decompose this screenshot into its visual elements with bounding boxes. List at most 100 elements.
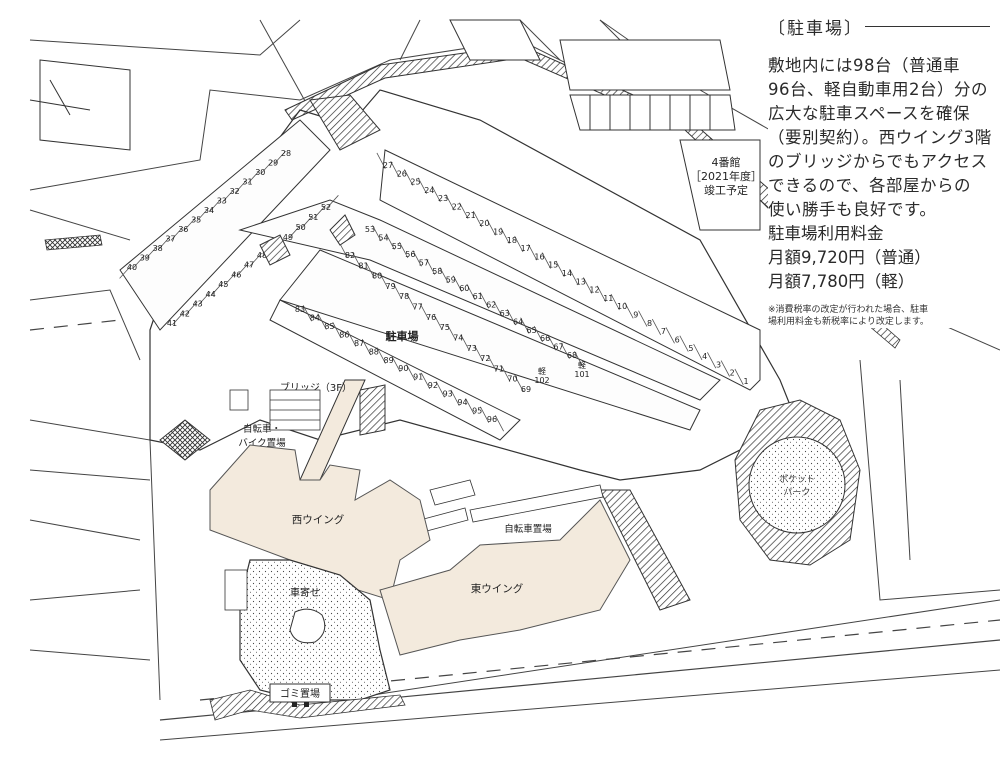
kei-stall-text: 102 [534, 376, 549, 385]
stall-number: 19 [493, 228, 503, 237]
east-wing-label: 東ウイング [471, 582, 524, 595]
kei-stall-text: 軽 [538, 367, 546, 376]
stall-divider [574, 351, 584, 368]
stall-number: 52 [321, 203, 331, 212]
west-wing-label: 西ウイング [292, 513, 345, 526]
fee-title: 駐車場利用料金 [768, 224, 884, 243]
pocket-park: ポケット パーク [734, 399, 861, 566]
stall-divider [390, 161, 400, 178]
section-title: 〔駐車場〕 [768, 18, 863, 39]
stall-number: 18 [507, 236, 517, 245]
stall-divider [406, 364, 416, 381]
stall-number: 3 [716, 360, 721, 369]
stall-number: 12 [589, 286, 599, 295]
stall-divider [185, 301, 198, 316]
stall-divider [300, 215, 314, 229]
stall-divider [494, 415, 504, 432]
stall-divider [459, 202, 469, 219]
stall-number: 44 [206, 290, 216, 299]
stall-number: 71 [494, 364, 504, 373]
bike-area-label: 自転車・ バイク置場 [238, 423, 286, 449]
stall-divider [132, 255, 145, 270]
drop-off-label: 車寄せ [290, 586, 320, 599]
description-line: 96台、軽自動車用2台）分の [768, 80, 988, 99]
stall-divider [506, 309, 516, 326]
garbage-area: ゴミ置場 [269, 683, 331, 707]
kei-stall-text: 101 [574, 370, 589, 379]
stall-number: 77 [413, 303, 423, 312]
parking-area [119, 119, 761, 441]
stall-number: 96 [487, 415, 497, 424]
stall-divider [376, 347, 386, 364]
stall-number: 42 [180, 309, 190, 318]
stall-number: 16 [534, 252, 544, 261]
stall-divider [707, 352, 717, 369]
stall-divider [638, 310, 648, 327]
stall-divider [487, 355, 497, 372]
stall-number: 43 [193, 300, 203, 309]
stall-number: 94 [457, 398, 467, 407]
stall-number: 57 [419, 259, 429, 268]
stall-number: 79 [386, 282, 396, 291]
stall-divider [452, 275, 463, 292]
stall-divider [446, 324, 457, 341]
stall-number: 60 [459, 284, 469, 293]
stall-divider [406, 293, 416, 310]
stall-divider [520, 317, 530, 334]
stall-number: 21 [466, 211, 476, 220]
stall-divider [693, 343, 703, 361]
parking-label: 駐車場 [386, 329, 419, 343]
stall-divider [288, 225, 301, 239]
stall-divider [196, 207, 209, 222]
stall-number: 58 [432, 267, 442, 276]
stall-number: 67 [553, 343, 563, 352]
stall-divider [317, 313, 327, 330]
stall-divider [260, 160, 274, 175]
stall-number: 70 [507, 375, 517, 384]
kei-stall-text: 軽 [578, 361, 586, 370]
stall-number: 38 [153, 244, 163, 253]
bike-racks [229, 389, 604, 533]
stall-number: 35 [191, 216, 201, 225]
stall-number: 45 [218, 280, 228, 289]
stall-number: 74 [453, 334, 463, 343]
stall-number: 86 [339, 330, 349, 339]
stall-divider [547, 334, 557, 351]
description-line: 広大な駐車スペースを確保 [768, 104, 971, 123]
stall-number: 82 [345, 251, 355, 260]
fee-light: 月額7,780円（軽） [768, 272, 915, 291]
pocket-park-line1: ポケット [779, 474, 815, 485]
stall-number: 8 [647, 319, 652, 328]
stall-divider [569, 269, 579, 286]
stall-number: 14 [562, 269, 572, 278]
description-line: のブリッジからでもアクセス [768, 152, 988, 171]
stall-number: 85 [324, 322, 334, 331]
stair-structures [159, 94, 691, 611]
stall-number: 66 [540, 334, 550, 343]
stall-divider [313, 205, 326, 219]
fee-block: 駐車場利用料金 月額9,720円（普通） 月額7,780円（軽） [768, 222, 990, 294]
stall-number: 10 [617, 302, 627, 311]
stall-number: 28 [281, 149, 291, 158]
east-wing [379, 499, 631, 656]
stall-number: 34 [204, 206, 214, 215]
stall-divider [514, 235, 524, 253]
stall-divider [223, 272, 237, 287]
stall-number: 15 [548, 261, 558, 270]
stall-divider [501, 365, 511, 382]
stall-divider [372, 225, 382, 242]
stall-number: 36 [178, 225, 188, 234]
stall-number: 30 [255, 168, 265, 177]
stall-divider [347, 330, 357, 347]
stall-divider [466, 283, 476, 301]
stall-divider [651, 318, 662, 336]
stall-divider [365, 262, 375, 279]
bicycle-parking-label: 自転車置場 [504, 523, 552, 535]
stall-number: 75 [440, 323, 450, 332]
stall-number: 78 [399, 292, 409, 301]
stall-number: 47 [244, 261, 254, 270]
stall-number: 92 [428, 381, 438, 390]
stall-divider [450, 389, 460, 406]
stall-divider [541, 252, 551, 269]
